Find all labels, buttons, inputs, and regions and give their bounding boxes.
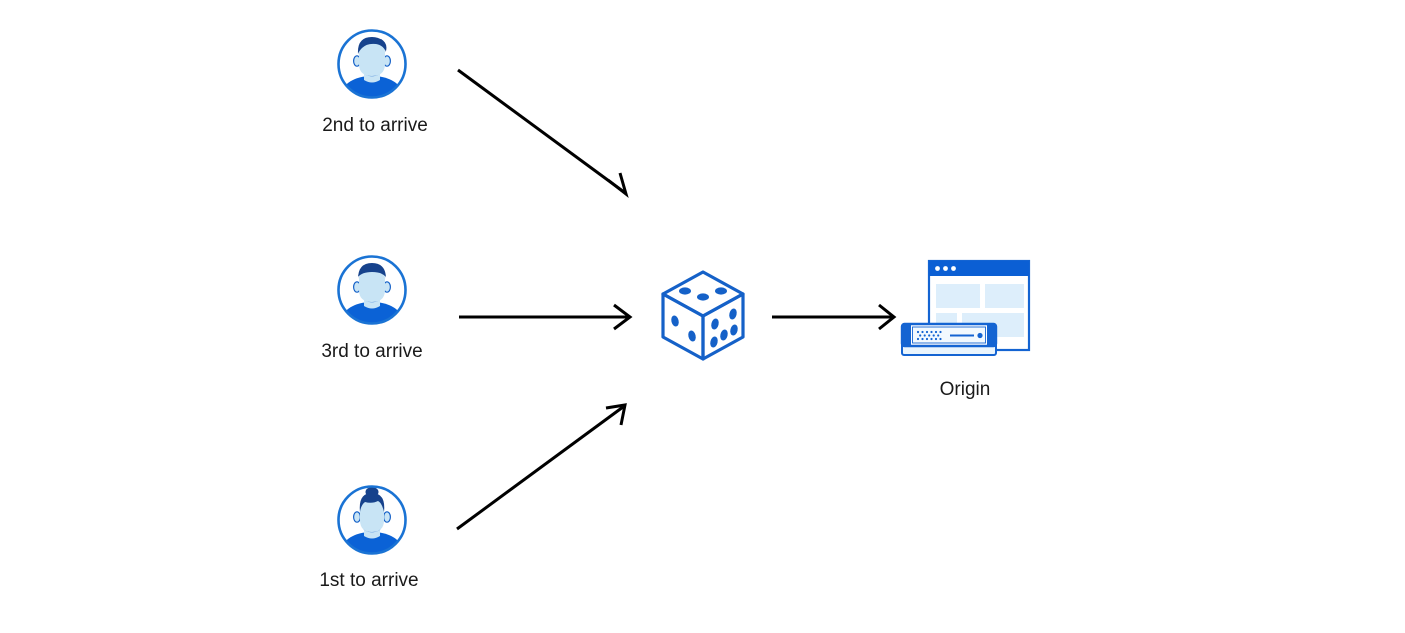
server-device-icon [900,322,998,356]
arrow-client-1st-to-dice [456,403,627,531]
browser-dot-3 [951,266,956,271]
client-node-2nd[interactable] [334,26,410,102]
client-node-3rd[interactable] [334,252,410,328]
user-avatar-icon [337,485,407,555]
client-label-3rd: 3rd to arrive [321,341,423,362]
origin-server-icon [900,259,1031,356]
browser-dot-2 [943,266,948,271]
user-avatar-icon [337,255,407,325]
dice-icon [661,270,745,361]
arrow-dice-to-origin [772,303,897,331]
client-node-1st[interactable] [334,482,410,558]
browser-dot-1 [935,266,940,271]
arrow-client-3rd-to-dice [459,303,633,331]
origin-node[interactable] [896,256,1036,366]
dice-node[interactable] [655,266,751,366]
user-avatar-icon [337,29,407,99]
origin-label: Origin [939,379,991,400]
client-label-1st: 1st to arrive [319,570,419,591]
client-label-2nd: 2nd to arrive [322,115,428,136]
